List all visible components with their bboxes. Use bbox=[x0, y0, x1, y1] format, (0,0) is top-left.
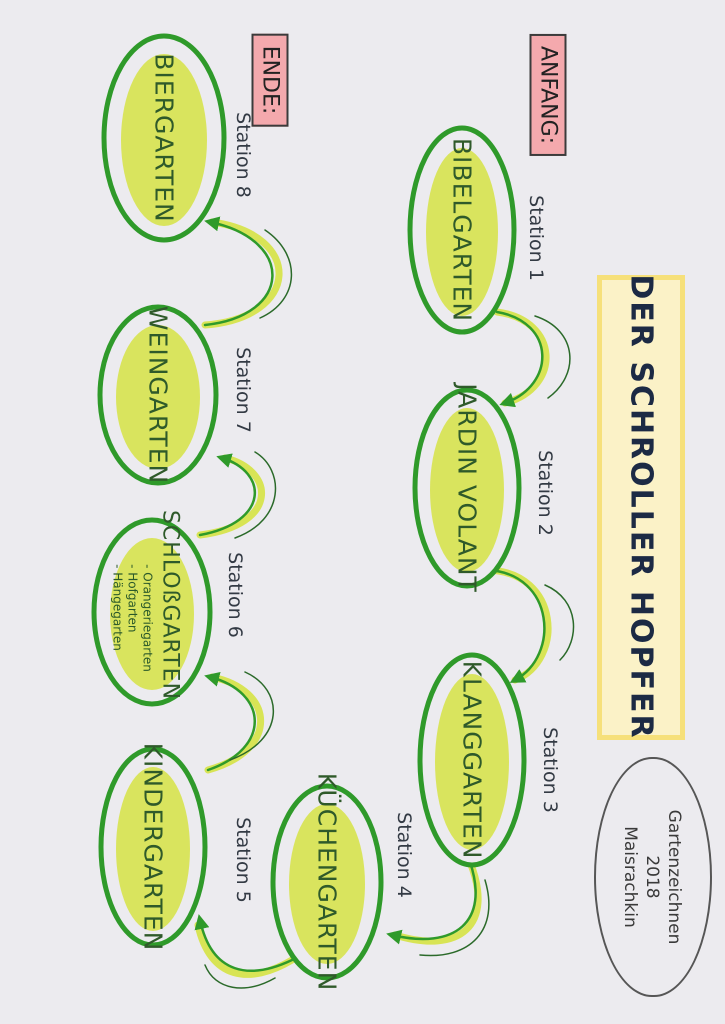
signature-text: Gartenzeichnen 2018 Maisrachkin bbox=[619, 810, 685, 945]
garden-name-station6: SCHLOßGARTEN bbox=[157, 509, 183, 701]
signature-oval bbox=[594, 757, 712, 997]
station-label-8: Station 8 bbox=[232, 112, 254, 198]
signature-line-3: Maisrachkin bbox=[620, 826, 640, 928]
station-label-1: Station 1 bbox=[525, 195, 547, 281]
garden-name-station2: JARDIN VOLANT bbox=[452, 383, 482, 593]
station-label-4: Station 4 bbox=[393, 812, 415, 898]
arrow-station7-to-8 bbox=[201, 218, 283, 329]
oval-station6 bbox=[91, 517, 213, 707]
title-box bbox=[597, 275, 685, 740]
subitem-haengegarten: - Hängegarten bbox=[110, 564, 125, 651]
station-label-5: Station 5 bbox=[232, 817, 254, 903]
arrow-station6-to-7 bbox=[196, 454, 265, 539]
garden-name-station8: BIERGARTEN bbox=[149, 53, 179, 223]
signature-line-2: 2018 bbox=[642, 855, 662, 899]
oval-station3 bbox=[417, 652, 527, 868]
garden-name-station5: KINDERGARTEN bbox=[138, 742, 168, 952]
oval-station7 bbox=[97, 304, 219, 486]
arrow-station2-to-3 bbox=[484, 566, 552, 684]
station6-subitems: - Orangeriegarten - Hofgarten - Hängegar… bbox=[110, 564, 155, 672]
station-label-2: Station 2 bbox=[534, 450, 556, 536]
subitem-orangeriegarten: - Orangeriegarten bbox=[140, 564, 155, 672]
poster-title: DER SCHROLLER HOPFER bbox=[623, 274, 659, 740]
arrow-station4-to-5 bbox=[194, 921, 296, 978]
station-label-3: Station 3 bbox=[539, 727, 561, 813]
subitem-hofgarten: - Hofgarten bbox=[125, 564, 140, 633]
oval-station1 bbox=[407, 125, 517, 335]
signature-line-1: Gartenzeichnen bbox=[664, 809, 684, 945]
garden-name-station1: BIBELGARTEN bbox=[447, 137, 477, 323]
arrow-station5-to-6 bbox=[204, 673, 264, 774]
start-tag: ANFANG: bbox=[529, 33, 567, 157]
garden-name-station3: KLANGGARTEN bbox=[457, 660, 487, 860]
oval-station5 bbox=[98, 746, 208, 948]
arrow-station1-to-2 bbox=[493, 308, 550, 407]
end-tag: ENDE: bbox=[251, 33, 289, 127]
station-label-6: Station 6 bbox=[224, 552, 246, 638]
garden-name-station7: WEINGARTEN bbox=[143, 305, 173, 485]
garden-name-station4: KÜCHENGARTEN bbox=[312, 772, 342, 992]
oval-station2 bbox=[412, 387, 522, 589]
station-label-7: Station 7 bbox=[232, 347, 254, 433]
oval-station4 bbox=[270, 783, 384, 981]
oval-station8 bbox=[101, 33, 227, 243]
